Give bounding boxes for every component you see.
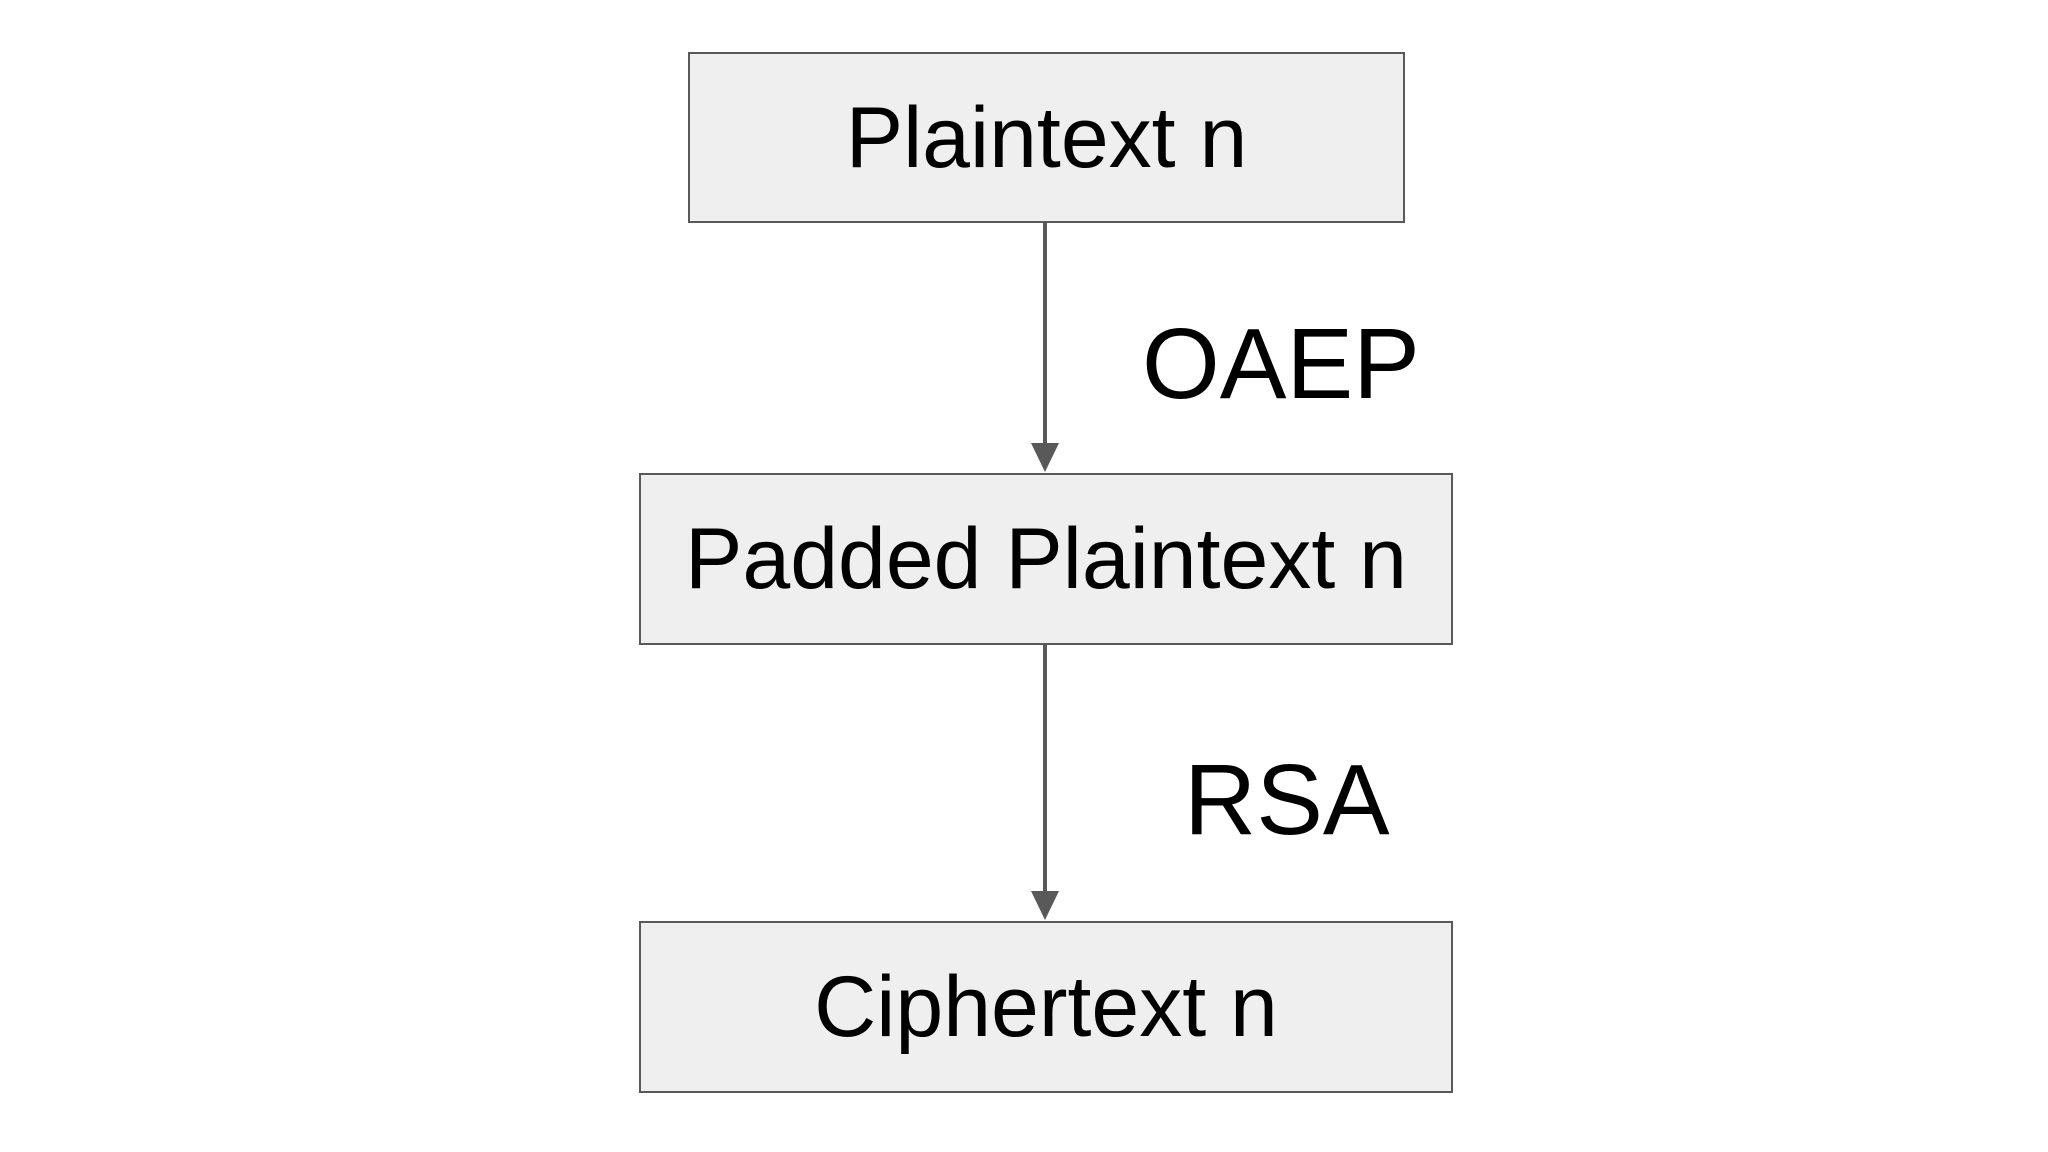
node-padded-plaintext-label: Padded Plaintext n	[685, 511, 1407, 607]
node-plaintext: Plaintext n	[688, 52, 1405, 223]
edge-label-oaep: OAEP	[1142, 308, 1420, 420]
edge-label-rsa: RSA	[1184, 744, 1390, 856]
node-plaintext-label: Plaintext n	[845, 89, 1248, 186]
node-ciphertext: Ciphertext n	[639, 921, 1453, 1093]
arrow-oaep	[1031, 223, 1059, 472]
node-padded-plaintext: Padded Plaintext n	[639, 473, 1453, 645]
arrow-rsa	[1031, 645, 1059, 920]
node-ciphertext-label: Ciphertext n	[814, 959, 1278, 1055]
